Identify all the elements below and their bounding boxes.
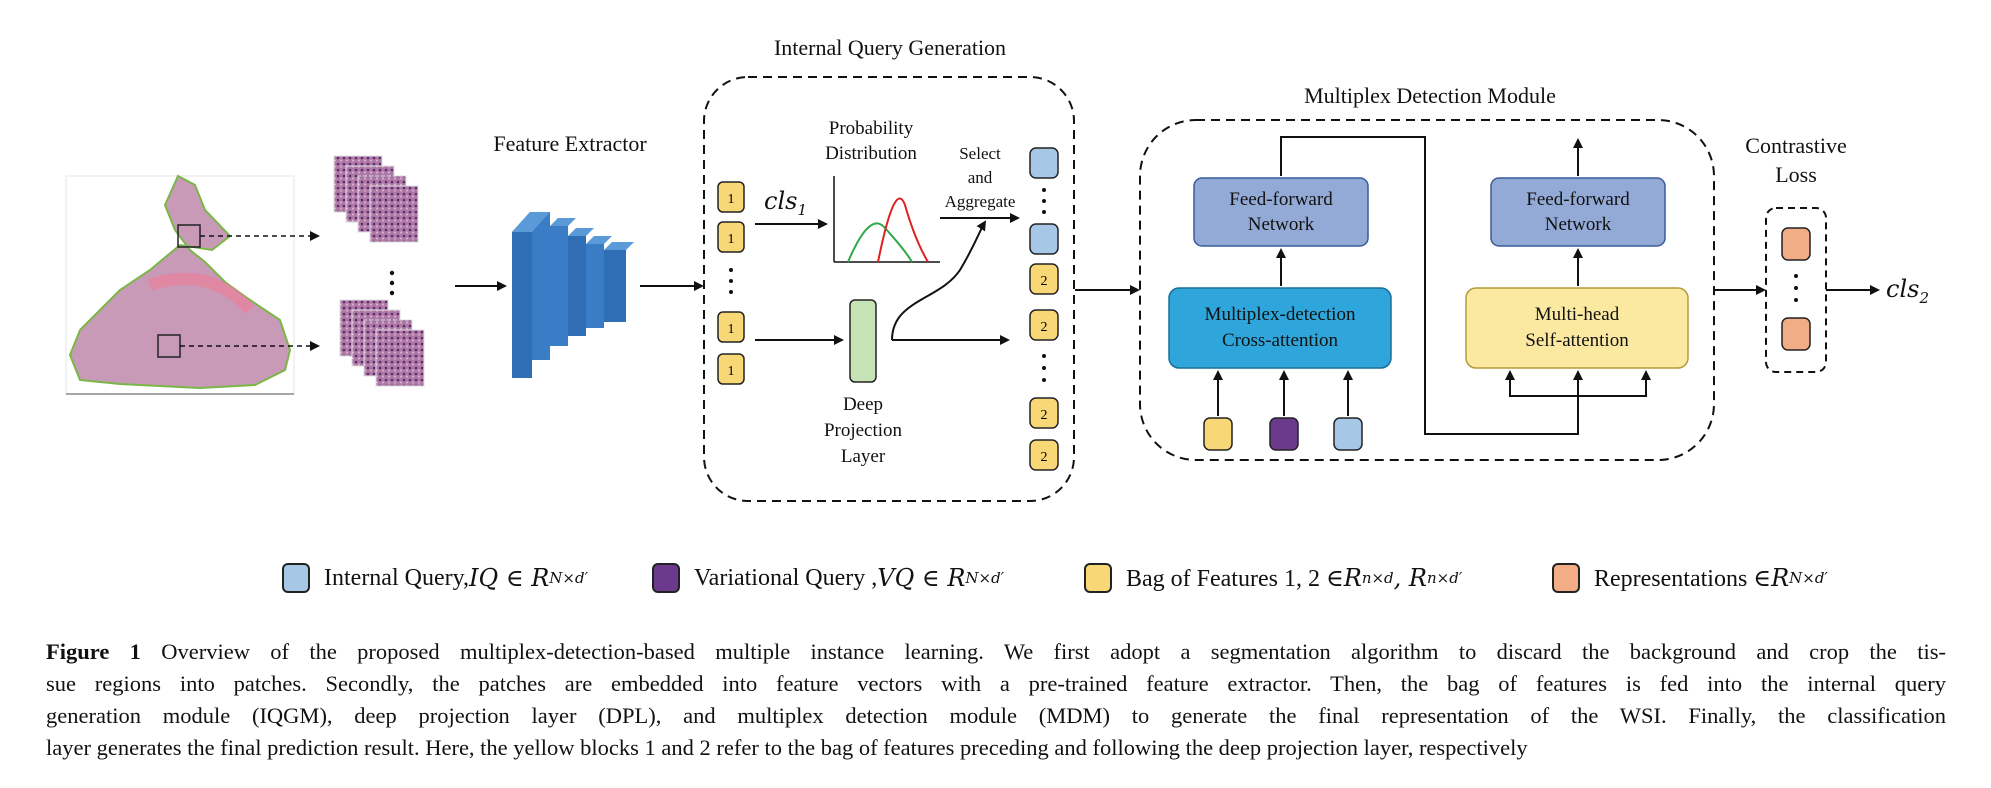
bag2-block-label: 2	[1041, 408, 1048, 423]
prob-dist-label-line1: Probability	[828, 118, 914, 139]
contrastive-frame	[1765, 207, 1827, 373]
cls2-label: cls2	[1886, 275, 1929, 307]
wsi-slide-image	[65, 174, 295, 395]
bag1-block-label: 1	[728, 364, 735, 379]
bag2-block-label: 2	[1041, 320, 1048, 335]
legend-sup: N×d′	[965, 569, 1005, 587]
select-label-line3: Aggregate	[944, 192, 1016, 211]
legend-sup: n×d′	[1426, 569, 1463, 587]
prob-dist-label-line2: Distribution	[825, 143, 917, 164]
self-attention-label-line2: Self-attention	[1525, 330, 1629, 351]
dpl-to-aggregate-curve	[891, 220, 987, 341]
caption-text: Overview of the proposed multiplex-detec…	[140, 639, 1946, 664]
dpl-label-line1: Deep	[842, 394, 884, 415]
dpl-label-line2: Projection	[823, 420, 903, 441]
iqg-title: Internal Query Generation	[773, 35, 1007, 60]
bag1-block-label: 1	[728, 322, 735, 337]
bag2-block-label: 2	[1041, 450, 1048, 465]
ffn-left-label-line2: Network	[1247, 214, 1315, 235]
select-label-line2: and	[967, 168, 993, 187]
representation-block	[1781, 317, 1811, 351]
patch-stack-top	[333, 155, 419, 243]
bag1-block-label: 1	[728, 232, 735, 247]
cross-attention-box	[1168, 287, 1392, 369]
query-input-blue	[1333, 417, 1363, 451]
dpl-label-line3: Layer	[840, 446, 886, 467]
caption-line: sue regions into patches. Secondly, the …	[46, 671, 1946, 696]
query-input-yellow	[1203, 417, 1233, 451]
ffn-left-label-line1: Feed-forward	[1229, 189, 1333, 210]
figure-caption: Figure 1 Overview of the proposed multip…	[46, 636, 1946, 764]
cross-attention-label-line1: Multiplex-detection	[1204, 304, 1356, 325]
ffn-right-label-line2: Network	[1544, 214, 1612, 235]
legend-sup: n×d	[1361, 569, 1394, 587]
bag1-block-label: 1	[728, 192, 735, 207]
legend-text: Variational Query ,	[694, 564, 878, 591]
legend-sup: N×d′	[549, 569, 588, 587]
patch-stack-bottom	[339, 299, 425, 387]
cross-attention-label-line2: Cross-attention	[1221, 330, 1339, 351]
bag2-block-label: 2	[1041, 274, 1048, 289]
architecture-diagram: 1 1 1 1 2 2 2 2	[65, 76, 1880, 502]
feature-extractor-block	[512, 212, 634, 378]
ffn-right-box	[1490, 177, 1666, 247]
legend-math: , R	[1393, 564, 1427, 592]
legend-sup: N×d′	[1789, 569, 1828, 587]
caption-line: generation module (IQGM), deep projectio…	[46, 703, 1946, 728]
self-attention-box	[1465, 287, 1689, 369]
caption-label: Figure 1	[46, 639, 141, 664]
feature-extractor-title: Feature Extractor	[493, 131, 647, 156]
cls1-label: cls1	[764, 187, 807, 219]
iq-output-blocks	[1029, 147, 1059, 255]
ffn-left-box	[1193, 177, 1369, 247]
iqg-frame	[703, 76, 1075, 502]
bag2-blocks	[1029, 263, 1059, 471]
mdm-title: Multiplex Detection Module	[1304, 83, 1556, 108]
query-input-purple	[1269, 417, 1299, 451]
legend-swatch-blue	[282, 563, 310, 593]
legend-math: R	[1343, 564, 1362, 592]
caption-line: Figure 1 Overview of the proposed multip…	[46, 636, 1946, 668]
legend-math: VQ ∈ R	[877, 564, 966, 592]
legend-math: R	[1771, 564, 1790, 592]
legend-swatch-purple	[652, 563, 680, 593]
legend-swatch-yellow	[1084, 563, 1112, 593]
legend-text: Bag of Features 1, 2 ∈	[1126, 565, 1344, 592]
legend-swatch-orange	[1552, 563, 1580, 593]
caption-line: layer generates the final prediction res…	[46, 735, 1528, 760]
self-attention-label-line1: Multi-head	[1534, 304, 1620, 325]
bag1-blocks	[717, 181, 745, 385]
dpl-block	[849, 299, 877, 383]
legend-math: IQ ∈ R	[469, 564, 550, 592]
ffn-to-self-attention-path	[1280, 136, 1579, 435]
contrastive-title-line1: Contrastive	[1745, 133, 1847, 158]
representation-block	[1781, 227, 1811, 261]
select-label-line1: Select	[959, 144, 1001, 163]
legend-text: Internal Query,	[324, 564, 470, 591]
legend-text: Representations ∈	[1594, 565, 1772, 592]
probability-distribution-plot	[833, 176, 940, 263]
contrastive-title-line2: Loss	[1775, 162, 1817, 187]
ffn-right-label-line1: Feed-forward	[1526, 189, 1630, 210]
